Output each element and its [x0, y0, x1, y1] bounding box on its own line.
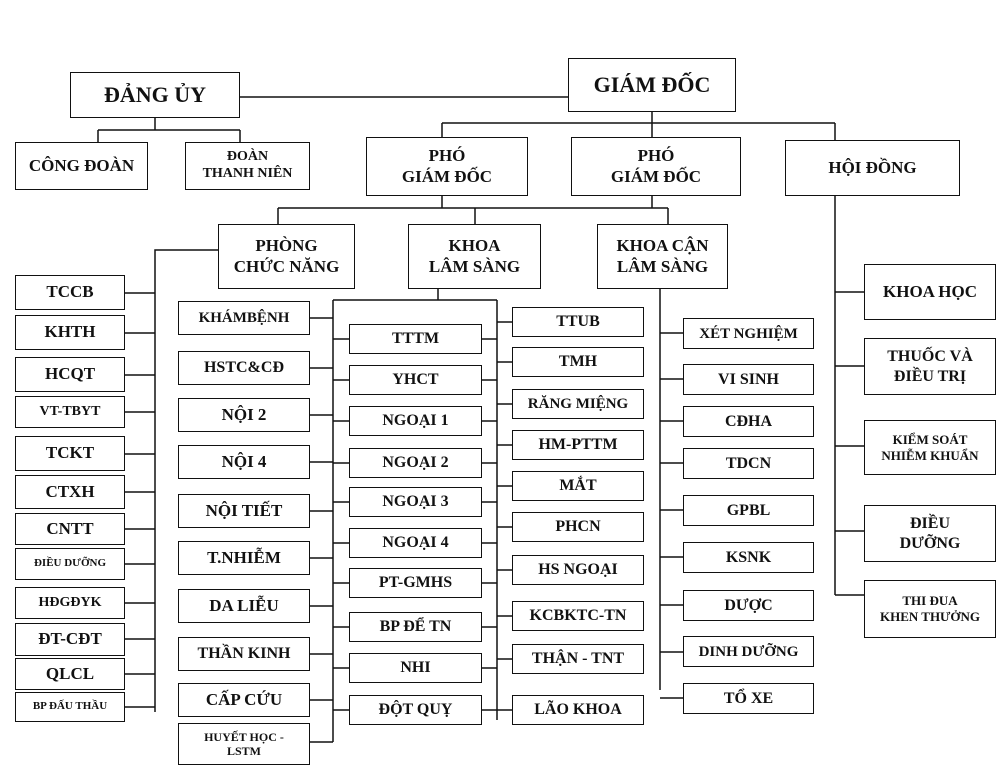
office-qlcl: QLCL [15, 658, 125, 690]
clinical-da-lieu: DA LIỄU [178, 589, 310, 623]
clinical-khambenh: KHÁMBỆNH [178, 301, 310, 335]
clinical-ngoai-2: NGOẠI 2 [349, 448, 482, 478]
clinical-hstc-cd: HSTC&CĐ [178, 351, 310, 385]
clinical-ngoai-4: NGOẠI 4 [349, 528, 482, 558]
clinical-hs-ngoai: HS NGOẠI [512, 555, 644, 585]
office-hdgdyk: HĐGĐYK [15, 587, 125, 619]
office-bp-dau-thau: BP ĐẤU THẦU [15, 692, 125, 722]
clinical-ngoai-1: NGOẠI 1 [349, 406, 482, 436]
clinical-noi-4: NỘI 4 [178, 445, 310, 479]
paraclinical-to-xe: TỔ XE [683, 683, 814, 714]
clinical-kcbktc-tn: KCBKTC-TN [512, 601, 644, 631]
office-vt-tbyt: VT-TBYT [15, 396, 125, 428]
trade-union-box: CÔNG ĐOÀN [15, 142, 148, 190]
director-box: GIÁM ĐỐC [568, 58, 736, 112]
clinical-bp-de-tn: BP ĐỂ TN [349, 612, 482, 642]
paraclinical-gpbl: GPBL [683, 495, 814, 526]
paraclinical-cdha: CĐHA [683, 406, 814, 437]
party-committee-box: ĐẢNG ỦY [70, 72, 240, 118]
council-thi-dua-khen-thuong: THI ĐUA KHEN THƯỞNG [864, 580, 996, 638]
youth-union-box: ĐOÀN THANH NIÊN [185, 142, 310, 190]
clinical-yhct: YHCT [349, 365, 482, 395]
office-tccb: TCCB [15, 275, 125, 310]
office-cntt: CNTT [15, 513, 125, 545]
office-dt-cdt: ĐT-CĐT [15, 623, 125, 656]
clinical-noi-tiet: NỘI TIẾT [178, 494, 310, 528]
clinical-phcn: PHCN [512, 512, 644, 542]
clinical-pt-gmhs: PT-GMHS [349, 568, 482, 598]
office-hcqt: HCQT [15, 357, 125, 392]
clinical-mat: MẮT [512, 471, 644, 501]
paraclinical-duoc: DƯỢC [683, 590, 814, 621]
functional-offices-box: PHÒNG CHỨC NĂNG [218, 224, 355, 289]
council-khoa-hoc: KHOA HỌC [864, 264, 996, 320]
clinical-hm-pttm: HM-PTTM [512, 430, 644, 460]
deputy-director-1-box: PHÓ GIÁM ĐỐC [366, 137, 528, 196]
clinical-ttub: TTUB [512, 307, 644, 337]
clinical-ngoai-3: NGOẠI 3 [349, 487, 482, 517]
clinical-noi-2: NỘI 2 [178, 398, 310, 432]
office-khth: KHTH [15, 315, 125, 350]
clinical-lao-khoa: LÃO KHOA [512, 695, 644, 725]
deputy-director-2-box: PHÓ GIÁM ĐỐC [571, 137, 741, 196]
clinical-than-tnt: THẬN - TNT [512, 644, 644, 674]
clinical-tttm: TTTM [349, 324, 482, 354]
council-thuoc-dieu-tri: THUỐC VÀ ĐIỀU TRỊ [864, 338, 996, 395]
paraclinical-dinh-duong: DINH DƯỠNG [683, 636, 814, 667]
paraclinical-vi-sinh: VI SINH [683, 364, 814, 395]
clinical-nhi: NHI [349, 653, 482, 683]
clinical-cap-cuu: CẤP CỨU [178, 683, 310, 717]
office-dieu-duong: ĐIỀU DƯỠNG [15, 548, 125, 580]
paraclinical-departments-box: KHOA CẬN LÂM SÀNG [597, 224, 728, 289]
council-dieu-duong: ĐIỀU DƯỠNG [864, 505, 996, 562]
clinical-t-nhiem: T.NHIỄM [178, 541, 310, 575]
clinical-tmh: TMH [512, 347, 644, 377]
clinical-than-kinh: THẦN KINH [178, 637, 310, 671]
paraclinical-ksnk: KSNK [683, 542, 814, 573]
council-box: HỘI ĐỒNG [785, 140, 960, 196]
clinical-huyet-hoc: HUYẾT HỌC - LSTM [178, 723, 310, 765]
clinical-dot-quy: ĐỘT QUỴ [349, 695, 482, 725]
council-kiem-soat-nhiem-khuan: KIỂM SOÁT NHIỄM KHUẨN [864, 420, 996, 475]
paraclinical-xet-nghiem: XÉT NGHIỆM [683, 318, 814, 349]
office-ctxh: CTXH [15, 475, 125, 509]
clinical-rang-mieng: RĂNG MIỆNG [512, 389, 644, 419]
clinical-departments-box: KHOA LÂM SÀNG [408, 224, 541, 289]
office-tckt: TCKT [15, 436, 125, 471]
paraclinical-tdcn: TDCN [683, 448, 814, 479]
